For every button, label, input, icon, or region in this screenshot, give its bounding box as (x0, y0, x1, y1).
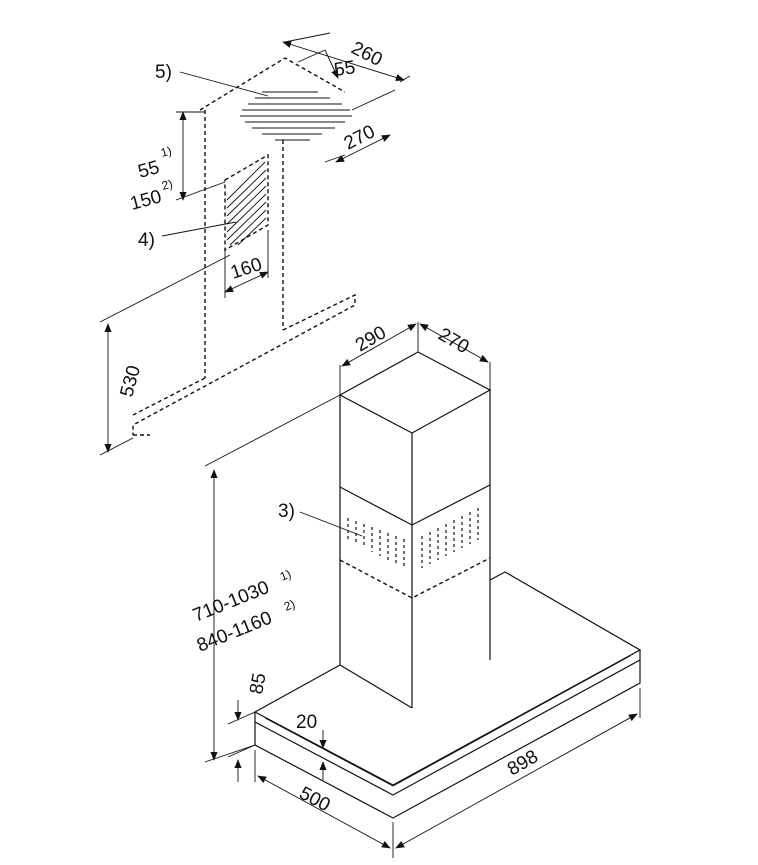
ceiling-vent-grille (240, 91, 352, 141)
dim-overall-height (204, 394, 341, 763)
dim-270-chimney-label: 270 (435, 324, 473, 358)
dim-150-label: 150 (128, 186, 164, 214)
dim-898 (395, 688, 641, 849)
dim-290-label: 290 (352, 322, 390, 356)
dim-270-chimney (419, 323, 491, 390)
dim-55-150 (175, 111, 226, 201)
dim-55-label-a: 55 (136, 157, 162, 183)
height-range-note-b: 2) (282, 597, 297, 614)
callout-3: 3) (278, 501, 295, 522)
callout-leaders (161, 71, 363, 537)
dim-530 (99, 254, 231, 456)
dim-160-label: 160 (228, 254, 265, 284)
callout-4: 4) (138, 230, 155, 251)
electrical-connection-area (224, 153, 269, 252)
hood-canopy (253, 571, 642, 819)
dim-55-note: 1) (159, 144, 173, 160)
dim-500 (254, 750, 394, 858)
dim-150-note: 2) (160, 177, 174, 193)
dim-270-ceiling (324, 89, 396, 163)
dim-530-label: 530 (117, 363, 145, 399)
dim-20-label: 20 (296, 712, 317, 733)
callout-5: 5) (155, 62, 172, 83)
dim-55-label: 55 (333, 57, 357, 81)
chimney-lower (339, 484, 491, 708)
dim-85-label: 85 (246, 671, 270, 695)
dim-55-ceiling (297, 49, 339, 79)
dim-290 (339, 322, 419, 395)
chimney-vent-slots (347, 508, 479, 568)
dim-500-label: 500 (296, 783, 334, 816)
dim-270-ceiling-label: 270 (341, 121, 379, 154)
wall-mounting-outline (132, 57, 356, 436)
height-range-note-a: 1) (278, 567, 293, 584)
dim-898-label: 898 (504, 746, 542, 780)
dim-260 (282, 32, 411, 83)
dim-85 (227, 700, 256, 782)
